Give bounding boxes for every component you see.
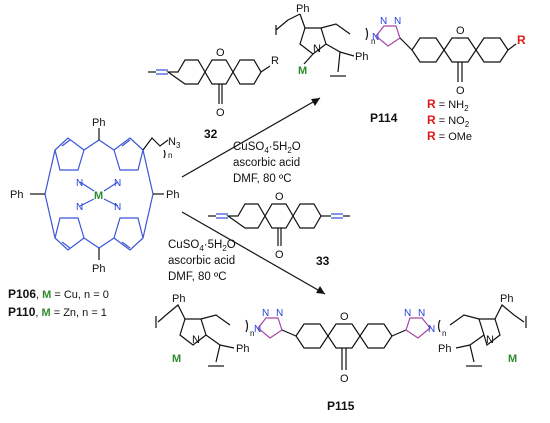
p115-metal-right: M — [508, 353, 517, 365]
label-p115: P115 — [327, 399, 355, 413]
porphyrin-structure: N N N N M Ph Ph Ph Ph N 3 n P106, M = Cu… — [8, 117, 181, 319]
xanthone-33: O O 33 — [208, 191, 350, 268]
conditions-bottom: CuSO4·5H2O ascorbic acid DMF, 80 ºC — [168, 239, 236, 283]
cond-bottom-ascorbic: ascorbic acid — [168, 255, 235, 267]
azide-chain-index: n — [168, 151, 172, 160]
p115-triazole-left-n3: N — [276, 308, 283, 319]
p115-triazole-right-n3: N — [428, 324, 435, 335]
p115-ph-left-2: Ph — [236, 343, 249, 355]
p115-triazole-left-n2: N — [262, 308, 269, 319]
cond-bottom-cuso4: CuSO4·5H2O — [168, 239, 236, 253]
product-p115: Ph Ph N M n N N N O O N N N n — [155, 293, 527, 413]
p114-r-no2: R = NO2 — [427, 113, 470, 129]
p114-o-keto: O — [456, 85, 465, 97]
p114-r-ome: R = OMe — [427, 129, 472, 143]
p115-o-keto: O — [340, 373, 349, 385]
p114-triazole-n2: N — [380, 16, 387, 27]
label-p110: P110, M = Zn, n = 1 — [8, 305, 107, 319]
p114-ph-1: Ph — [296, 3, 309, 15]
p115-chain-index-left: n — [250, 329, 254, 338]
azide-subscript: 3 — [176, 141, 181, 150]
p115-chain-index-right: n — [442, 329, 446, 338]
p114-triazole-n3: N — [394, 16, 401, 27]
xanthone-32: O O R 32 — [148, 47, 279, 141]
porphyrin-n-3: N — [76, 202, 83, 213]
cond-bottom-dmf: DMF, 80 ºC — [168, 271, 227, 283]
product-p114: Ph Ph N M n N N N O O R P114 R = NH2 R =… — [275, 3, 526, 143]
porphyrin-ph-top: Ph — [92, 117, 105, 129]
p114-r-nh2: R = NH2 — [427, 97, 469, 113]
p115-o-ring: O — [340, 311, 349, 323]
cond-top-cuso4: CuSO4·5H2O — [233, 141, 301, 155]
porphyrin-ph-right: Ph — [166, 189, 179, 201]
conditions-top: CuSO4·5H2O ascorbic acid DMF, 80 ºC — [233, 141, 301, 185]
p115-triazole-right-n1: N — [404, 308, 411, 319]
p114-n-pyrrole: N — [313, 43, 321, 55]
xanthone-32-o-ring: O — [216, 47, 225, 59]
porphyrin-n-2: N — [114, 178, 121, 189]
p114-ph-2: Ph — [355, 51, 368, 63]
p115-ph-right-1: Ph — [500, 293, 513, 305]
p115-triazole-right-n2: N — [418, 308, 425, 319]
p115-triazole-left-n1: N — [254, 324, 261, 335]
p115-ph-right-2: Ph — [438, 343, 451, 355]
p115-n-left: N — [192, 334, 200, 346]
xanthone-33-o-keto: O — [275, 249, 284, 261]
porphyrin-ph-bottom: Ph — [92, 263, 105, 275]
cond-top-ascorbic: ascorbic acid — [233, 157, 300, 169]
p114-metal: M — [298, 65, 307, 77]
p114-r-group: R — [517, 33, 526, 47]
porphyrin-ph-left: Ph — [10, 189, 23, 201]
p114-o-ring: O — [456, 25, 465, 37]
label-p106: P106, M = Cu, n = 0 — [8, 287, 109, 301]
porphyrin-metal: M — [94, 190, 103, 202]
p114-chain-index: n — [371, 37, 375, 46]
azide-n: N — [168, 136, 176, 148]
reaction-arrows — [181, 97, 326, 295]
xanthone-32-r: R — [271, 55, 279, 67]
p115-n-right: N — [486, 334, 494, 346]
p115-ph-left-1: Ph — [172, 293, 185, 305]
p114-triazole-n1: N — [372, 32, 379, 43]
xanthone-33-o-ring: O — [275, 191, 284, 203]
label-p114: P114 — [370, 111, 398, 125]
cond-top-dmf: DMF, 80 ºC — [233, 173, 292, 185]
xanthone-32-o-keto: O — [216, 107, 225, 119]
porphyrin-n-1: N — [76, 178, 83, 189]
porphyrin-n-4: N — [114, 202, 121, 213]
compound-33: 33 — [316, 254, 330, 268]
compound-32: 32 — [204, 127, 218, 141]
p115-metal-left: M — [172, 353, 181, 365]
